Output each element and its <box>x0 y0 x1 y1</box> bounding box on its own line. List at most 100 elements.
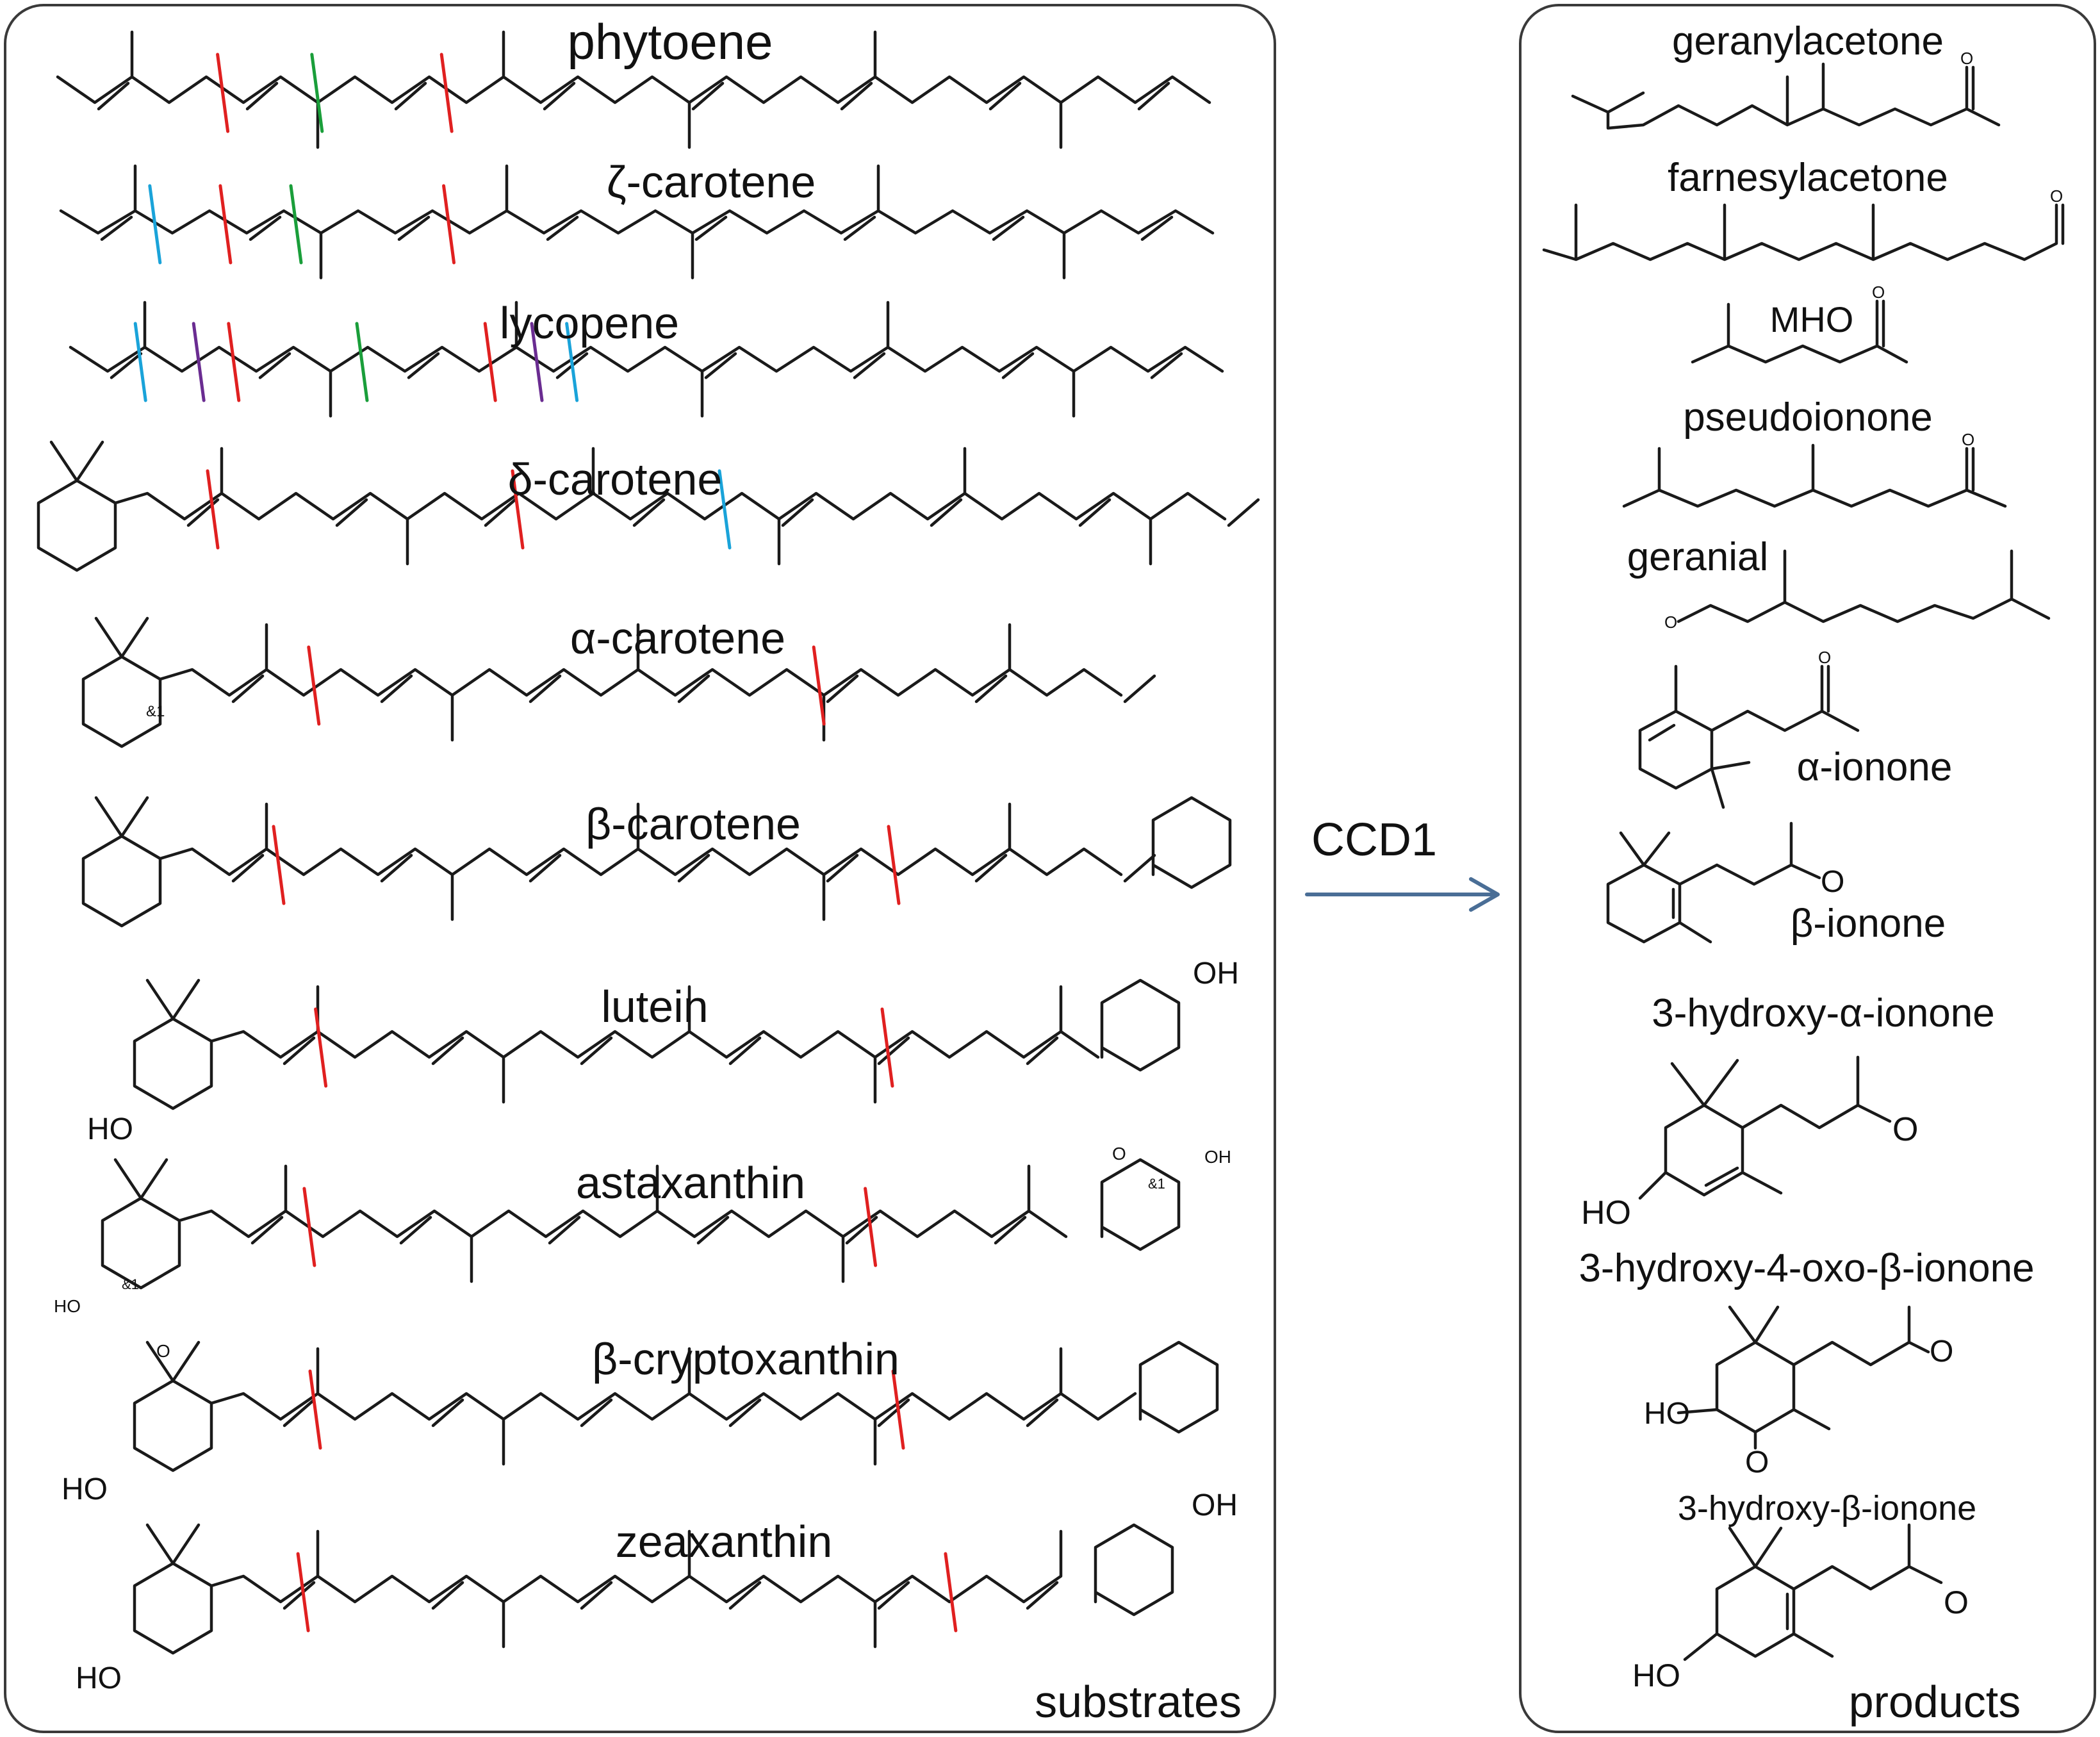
cleavage-mark-red <box>308 1369 322 1450</box>
product-name-geranylacetone: geranylacetone <box>1672 19 1944 63</box>
cleavage-mark-blue <box>133 322 147 402</box>
substrate-name-beta-carotene: β-carotene <box>586 799 801 849</box>
atom-label-stereo: &1 <box>1148 1176 1165 1192</box>
product-name-farnesylacetone: farnesylacetone <box>1668 156 1948 200</box>
cleavage-mark-red <box>880 1007 894 1088</box>
cleavage-mark-blue <box>565 322 579 402</box>
atom-label-o: O <box>1821 865 1844 899</box>
products-panel-label: products <box>1849 1677 2021 1727</box>
cleavage-mark-red <box>302 1187 316 1267</box>
atom-label-o: O <box>1112 1144 1126 1164</box>
reaction-arrow <box>1305 877 1500 912</box>
product-atom-labels: O O O O O O O O HO O HO O O HO <box>1581 49 2063 1693</box>
pseudoionone-structure <box>1622 443 2007 508</box>
zeaxanthin-structure <box>133 1523 1174 1655</box>
cleavage-mark-green <box>289 184 303 265</box>
geranylacetone-structure <box>1571 62 2001 130</box>
cleavage-mark-purple <box>192 322 206 402</box>
cleavage-mark-red <box>442 184 456 265</box>
enzyme-label: CCD1 <box>1311 814 1437 866</box>
cleavage-mark-red <box>891 1369 905 1450</box>
cleavage-mark-blue <box>718 469 732 550</box>
cleavage-marks <box>133 53 958 1633</box>
cleavage-mark-green <box>310 53 324 133</box>
cleavage-mark-red <box>216 53 230 133</box>
beta-ionone-structure <box>1606 821 1821 944</box>
mho-structure <box>1691 299 1908 364</box>
product-names: geranylacetone farnesylacetone MHO pseud… <box>1579 19 2034 1527</box>
zeta-carotene-structure <box>59 164 1215 279</box>
cleavage-mark-red <box>218 184 233 265</box>
cleavage-mark-red <box>307 645 321 726</box>
product-name-beta-ionone: β-ionone <box>1791 901 1946 946</box>
substrate-name-beta-cryptoxanthin: β-cryptoxanthin <box>592 1334 899 1384</box>
substrate-atom-labels: &1 OH HO O OH &1 &1 HO O HO OH HO <box>54 703 1239 1695</box>
cleavage-mark-purple <box>530 322 544 402</box>
atom-label-o: O <box>1872 283 1885 302</box>
atom-label-ho: HO <box>76 1661 122 1695</box>
substrate-name-lutein: lutein <box>601 982 708 1032</box>
substrate-names: phytoene ζ-carotene lycopene δ-carotene … <box>500 13 899 1567</box>
3-hydroxy-beta-ionone-structure <box>1683 1523 1943 1661</box>
product-name-alpha-ionone: α-ionone <box>1797 745 1953 789</box>
atom-label-oh: OH <box>1193 957 1239 991</box>
cleavage-mark-red <box>864 1187 878 1267</box>
atom-label-ho: HO <box>87 1112 133 1146</box>
atom-label-o: O <box>1944 1585 1969 1620</box>
product-name-geranial: geranial <box>1627 535 1769 579</box>
cleavage-mark-red <box>314 1007 328 1088</box>
cleavage-mark-blue <box>148 184 162 265</box>
delta-carotene-structure <box>37 440 1260 572</box>
farnesylacetone-structure <box>1542 203 2065 261</box>
alpha-ionone-structure <box>1638 664 1860 809</box>
atom-label-ho: HO <box>1581 1194 1631 1231</box>
cleavage-mark-green <box>355 322 369 402</box>
phytoene-structure <box>56 30 1211 149</box>
cleavage-mark-red <box>812 645 826 726</box>
substrates-panel <box>4 4 1276 1733</box>
cleavage-mark-red <box>511 469 525 550</box>
atom-label-ho: HO <box>1644 1397 1690 1431</box>
atom-label-ho: HO <box>54 1296 81 1316</box>
atom-label-o: O <box>1962 430 1974 449</box>
atom-label-o: O <box>1664 613 1677 632</box>
atom-label-o: O <box>1745 1445 1769 1479</box>
cleavage-mark-red <box>206 469 220 550</box>
cleavage-mark-red <box>887 825 901 905</box>
atom-label-o: O <box>2050 186 2063 206</box>
atom-label-oh: OH <box>1204 1147 1231 1167</box>
product-name-3-hydroxy-beta-ionone: 3-hydroxy-β-ionone <box>1678 1489 1976 1527</box>
cleavage-mark-red <box>483 322 497 402</box>
atom-label-stereo: &1 <box>146 703 165 720</box>
3-hydroxy-alpha-ionone-structure <box>1638 1055 1892 1200</box>
substrate-name-phytoene: phytoene <box>568 13 773 70</box>
geranial-structure <box>1677 549 2051 623</box>
beta-cryptoxanthin-structure <box>133 1340 1219 1472</box>
atom-label-ho: HO <box>1632 1658 1680 1693</box>
beta-carotene-structure <box>81 796 1232 928</box>
atom-label-oh: OH <box>1192 1488 1238 1522</box>
cleavage-mark-red <box>272 825 286 905</box>
3-hydroxy-4-oxo-beta-ionone-structure <box>1677 1305 1930 1450</box>
product-name-mho: MHO <box>1770 299 1854 340</box>
substrate-name-zeta-carotene: ζ-carotene <box>607 157 816 207</box>
substrates-panel-label: substrates <box>1035 1677 1242 1727</box>
lutein-structure <box>133 978 1181 1110</box>
atom-label-o: O <box>1960 49 1973 68</box>
substrate-name-astaxanthin: astaxanthin <box>576 1158 805 1208</box>
product-name-3-hydroxy-alpha-ionone: 3-hydroxy-α-ionone <box>1652 991 1995 1035</box>
substrate-name-zeaxanthin: zeaxanthin <box>616 1517 833 1567</box>
product-structures <box>1542 62 2065 1661</box>
products-panel <box>1519 4 2096 1733</box>
cleavage-mark-red <box>439 53 454 133</box>
atom-label-o: O <box>1892 1111 1918 1148</box>
substrate-name-alpha-carotene: α-carotene <box>570 613 785 663</box>
alpha-carotene-structure <box>81 616 1156 748</box>
atom-label-o: O <box>1930 1335 1953 1369</box>
cleavage-mark-red <box>944 1552 958 1633</box>
astaxanthin-structure <box>101 1158 1181 1290</box>
atom-label-ho: HO <box>62 1472 108 1506</box>
cleavage-mark-red <box>296 1552 310 1633</box>
atom-label-stereo: &1 <box>122 1276 139 1292</box>
